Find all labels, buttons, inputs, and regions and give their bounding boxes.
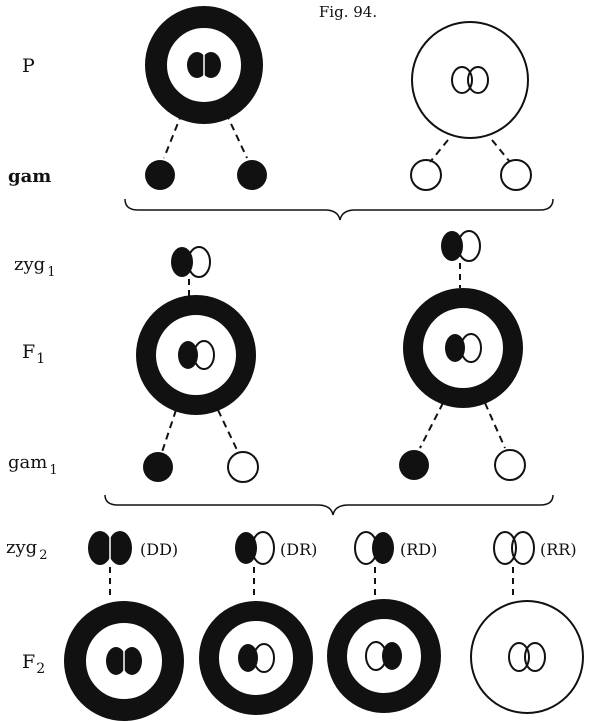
p-recessive-organism (411, 21, 529, 139)
gamete-recessive (500, 159, 532, 191)
f2-base: F (22, 651, 35, 673)
row-label-p: P (22, 55, 35, 77)
zyg1-f1-links (188, 263, 461, 300)
zyg1-subscript: 1 (47, 265, 55, 280)
rr-nucleus (451, 66, 489, 94)
gam1-subscript: 1 (49, 463, 57, 478)
dr-nucleus (178, 340, 215, 370)
gam1-base: gam (8, 452, 47, 473)
zyg2-rr-zygote (493, 531, 535, 565)
zyg1-base: zyg (14, 254, 45, 275)
figure-title: Fig. 94. (319, 3, 377, 21)
gamete-dominant (145, 160, 175, 190)
row-label-f2: F2 (22, 651, 45, 677)
f1-gamete-links (161, 402, 506, 453)
gamete-dominant (143, 452, 173, 482)
zyg2-dr-zygote (235, 531, 275, 565)
genotype-label-dd: (DD) (140, 540, 178, 559)
f2-subscript: 2 (36, 661, 45, 677)
brace-upper (124, 198, 554, 221)
zyg2-f2-links (109, 567, 514, 598)
gamete-recessive (227, 451, 259, 483)
f1-organism (136, 295, 256, 415)
zyg2-base: zyg (6, 537, 37, 558)
gamete-dominant (399, 450, 429, 480)
zyg2-dd-zygote (88, 531, 132, 565)
gam1-row (143, 449, 526, 483)
zyg2-subscript: 2 (39, 548, 47, 563)
gamete-recessive (494, 449, 526, 481)
row-label-f1: F1 (22, 341, 45, 367)
zyg2-rd-zygote (354, 531, 394, 565)
gamete-recessive (410, 159, 442, 191)
brace-lower (104, 494, 554, 516)
f2-organism-rd (327, 599, 441, 713)
gametes-row (145, 159, 532, 191)
f2-organism-dd (64, 601, 184, 721)
p-dominant-organism (145, 6, 263, 124)
f1-subscript: 1 (36, 351, 45, 367)
genotype-label-dr: (DR) (280, 540, 317, 559)
p-gamete-links (163, 112, 511, 163)
f1-base: F (22, 341, 35, 363)
zyg1-zygote (441, 230, 481, 262)
f2-organism-dr (199, 601, 313, 715)
genotype-label-rr: (RR) (540, 540, 577, 559)
genotype-label-rd: (RD) (400, 540, 437, 559)
dr-nucleus (445, 333, 482, 363)
zyg1-zygote (171, 246, 211, 278)
f1-organism (403, 288, 523, 408)
f2-organism-rr (470, 600, 584, 714)
row-label-gam: gam (8, 166, 51, 187)
gamete-dominant (237, 160, 267, 190)
dd-nucleus (187, 52, 221, 78)
